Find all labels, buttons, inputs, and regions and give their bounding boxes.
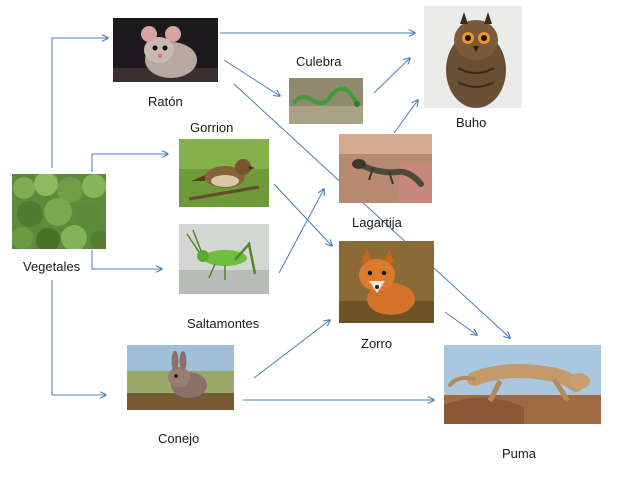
arrow-gorrion-zorro bbox=[273, 183, 332, 246]
saltamontes-image bbox=[179, 224, 269, 294]
conejo-image bbox=[127, 345, 234, 410]
arrow-lagartija-buho bbox=[393, 100, 418, 134]
arrow-vegetales-raton bbox=[51, 38, 108, 168]
label-raton: Ratón bbox=[148, 94, 183, 109]
label-gorrion: Gorrion bbox=[190, 120, 234, 135]
arrow-vegetales-saltamontes bbox=[91, 250, 162, 269]
lagartija-image bbox=[339, 134, 432, 203]
zorro-image bbox=[339, 241, 434, 323]
label-buho: Buho bbox=[456, 115, 487, 130]
label-saltamontes: Saltamontes bbox=[187, 316, 260, 331]
gorrion-image bbox=[179, 139, 269, 207]
label-vegetales: Vegetales bbox=[23, 259, 81, 274]
label-lagartija: Lagartija bbox=[352, 215, 402, 230]
arrow-vegetales-conejo bbox=[51, 280, 106, 395]
arrow-vegetales-gorrion bbox=[91, 154, 168, 172]
arrow-conejo-zorro bbox=[253, 320, 330, 379]
arrow-zorro-puma bbox=[444, 311, 477, 335]
label-puma: Puma bbox=[502, 446, 536, 461]
puma-image bbox=[444, 345, 601, 424]
arrow-saltamontes-lagartija bbox=[278, 189, 324, 274]
label-culebra: Culebra bbox=[296, 54, 342, 69]
arrow-raton-puma bbox=[233, 83, 510, 338]
buho-image bbox=[424, 6, 522, 108]
arrow-culebra-buho bbox=[373, 58, 410, 94]
label-zorro: Zorro bbox=[361, 336, 393, 351]
vegetales-image bbox=[12, 174, 106, 249]
raton-image bbox=[113, 18, 218, 82]
arrow-raton-culebra bbox=[223, 59, 280, 96]
label-conejo: Conejo bbox=[158, 431, 200, 446]
culebra-image bbox=[289, 78, 363, 124]
